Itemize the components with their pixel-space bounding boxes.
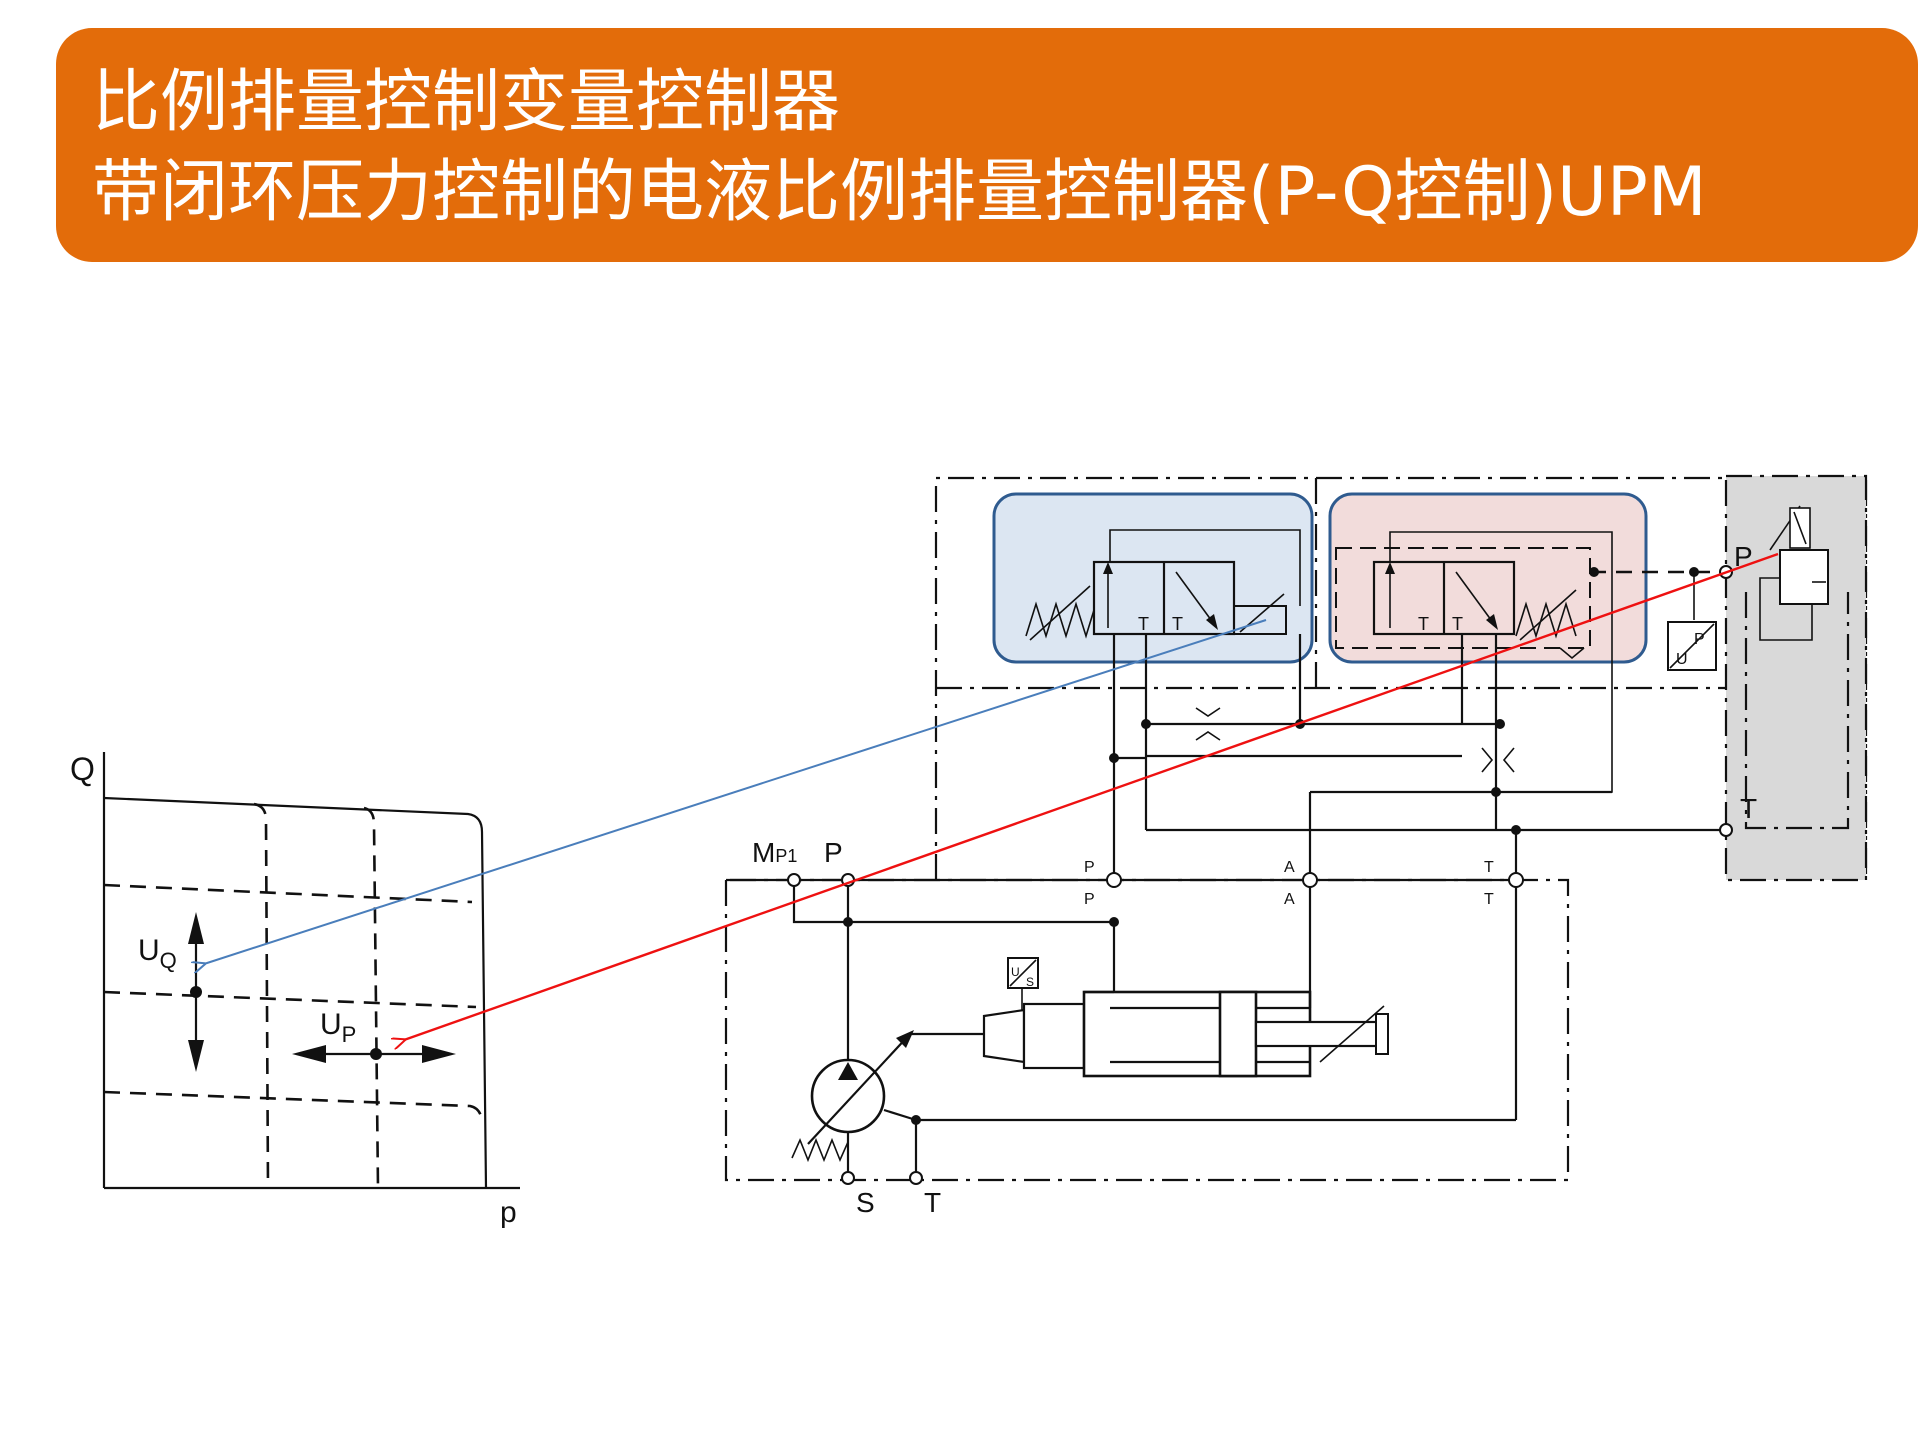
pq-graph: Q p UQ UP xyxy=(70,751,520,1229)
graph-pressure-line-2 xyxy=(363,806,380,1189)
up-point xyxy=(370,1048,382,1060)
cylinder-spring-adjust xyxy=(1319,1005,1385,1063)
pressure-valve-pilot-notch xyxy=(1559,647,1585,660)
graph-flow-line-3 xyxy=(103,1090,484,1121)
pilot-relief-solenoid-diagonal xyxy=(1793,511,1807,545)
cylinder-cap xyxy=(1022,1002,1086,1070)
flow-control-callout-arrow xyxy=(204,619,1267,964)
pressure-control-callout-arrow xyxy=(404,552,1779,1040)
pump-direction-triangle xyxy=(838,1062,858,1080)
pilot-t-label: T xyxy=(1740,793,1757,824)
pipe-mp1 xyxy=(792,886,1114,924)
flow-control-valve-highlight xyxy=(992,492,1314,664)
flow-valve-arrow-diag xyxy=(1175,571,1215,625)
graph-y-label: Q xyxy=(70,751,95,787)
uq-arrow-down xyxy=(188,1040,204,1072)
up-label: UP xyxy=(320,1008,356,1047)
pressure-sensor-diagonal xyxy=(1669,623,1715,669)
title-banner: 比例排量控制变量控制器 带闭环压力控制的电液比例排量控制器(P-Q控制)UPM xyxy=(56,28,1918,262)
pressure-valve-arrow-diag xyxy=(1455,571,1495,625)
pressure-valve-arrow-diag-head xyxy=(1486,614,1498,630)
title-line-2: 带闭环压力控制的电液比例排量控制器(P-Q控制)UPM xyxy=(92,153,1707,232)
pressure-valve-arrow-up-head xyxy=(1385,562,1395,574)
graph-flow-control-point: UQ xyxy=(138,912,204,1072)
graph-pressure-control-point: UP xyxy=(292,1008,456,1063)
position-sensor-s: S xyxy=(1026,975,1034,989)
interface-t-top: T xyxy=(1484,859,1494,876)
cylinder-rod xyxy=(1254,1020,1388,1048)
interface-port-t xyxy=(1508,872,1524,888)
interface-t-bottom: T xyxy=(1484,891,1494,908)
junction-4 xyxy=(1109,753,1119,763)
cylinder-position-sensor xyxy=(982,1008,1026,1064)
flow-valve-arrow-up-head xyxy=(1103,562,1113,574)
orifice-horizontal xyxy=(1195,707,1221,741)
port-s-label: S xyxy=(856,1187,875,1218)
pressure-valve-spring xyxy=(1515,601,1577,639)
pump-variable-arrow xyxy=(807,1033,911,1145)
pressure-sensor-p: P xyxy=(1694,631,1705,648)
junction-6 xyxy=(1511,825,1521,835)
flow-valve-spring-adjust xyxy=(1029,585,1091,641)
flow-valve-t1: T xyxy=(1138,614,1149,634)
flow-valve-solenoid xyxy=(1233,605,1287,635)
orifice-vertical xyxy=(1481,747,1515,773)
port-t xyxy=(909,1171,923,1185)
pilot-t-port xyxy=(1719,823,1733,837)
position-sensor-diagonal xyxy=(1009,959,1037,987)
port-mp1-label: MP1 xyxy=(752,837,797,868)
position-sensor-u: U xyxy=(1011,965,1020,979)
interface-a-top: A xyxy=(1284,859,1295,876)
port-s xyxy=(841,1171,855,1185)
pump-bias-spring xyxy=(791,1137,849,1163)
flow-valve-t2: T xyxy=(1172,614,1183,634)
uq-label: UQ xyxy=(138,934,177,973)
graph-flow-line-2 xyxy=(103,990,477,1009)
graph-flow-line-1 xyxy=(103,883,473,904)
pressure-valve-t3: T xyxy=(1418,614,1429,634)
cylinder-rod-end xyxy=(1375,1013,1389,1055)
interface-port-a xyxy=(1302,872,1318,888)
pilot-relief-inner-boundary xyxy=(1744,592,1850,830)
pump-variable-arrow-head xyxy=(896,1030,914,1048)
interface-a-bottom: A xyxy=(1284,891,1295,908)
pilot-relief-drain xyxy=(1759,577,1813,641)
cylinder-piston xyxy=(1218,990,1258,1078)
uq-arrow-up xyxy=(188,912,204,944)
pressure-valve-t4: T xyxy=(1452,614,1463,634)
graph-pressure-line-1 xyxy=(253,802,270,1189)
port-t-label: T xyxy=(924,1187,941,1218)
junction-3 xyxy=(1495,719,1505,729)
up-arrow-left xyxy=(292,1045,326,1063)
flow-valve-arrow-diag-head xyxy=(1206,614,1218,630)
hydraulic-schematic: P T T T T T xyxy=(204,474,1868,1218)
junction-1 xyxy=(1141,719,1151,729)
interface-port-p xyxy=(1106,872,1122,888)
up-arrow-right xyxy=(422,1045,456,1063)
pressure-control-valve-highlight xyxy=(1328,492,1648,664)
pilot-relief-valve xyxy=(1779,549,1829,605)
interface-p-bottom: P xyxy=(1084,891,1095,908)
pressure-sensor-u: U xyxy=(1676,651,1688,668)
uq-point xyxy=(190,986,202,998)
interface-p-top: P xyxy=(1084,859,1095,876)
junction-5 xyxy=(1491,787,1501,797)
port-p-label: P xyxy=(824,837,843,868)
flow-valve-spring xyxy=(1025,601,1095,639)
graph-x-label: p xyxy=(500,1196,517,1229)
title-line-1: 比例排量控制变量控制器 xyxy=(92,63,841,142)
flow-valve-feedback-line xyxy=(1109,529,1301,606)
graph-envelope-curve xyxy=(103,796,488,1189)
pilot-node-1 xyxy=(1589,567,1599,577)
pressure-valve-spring-adjust xyxy=(1519,589,1577,641)
port-mp1 xyxy=(787,873,801,887)
